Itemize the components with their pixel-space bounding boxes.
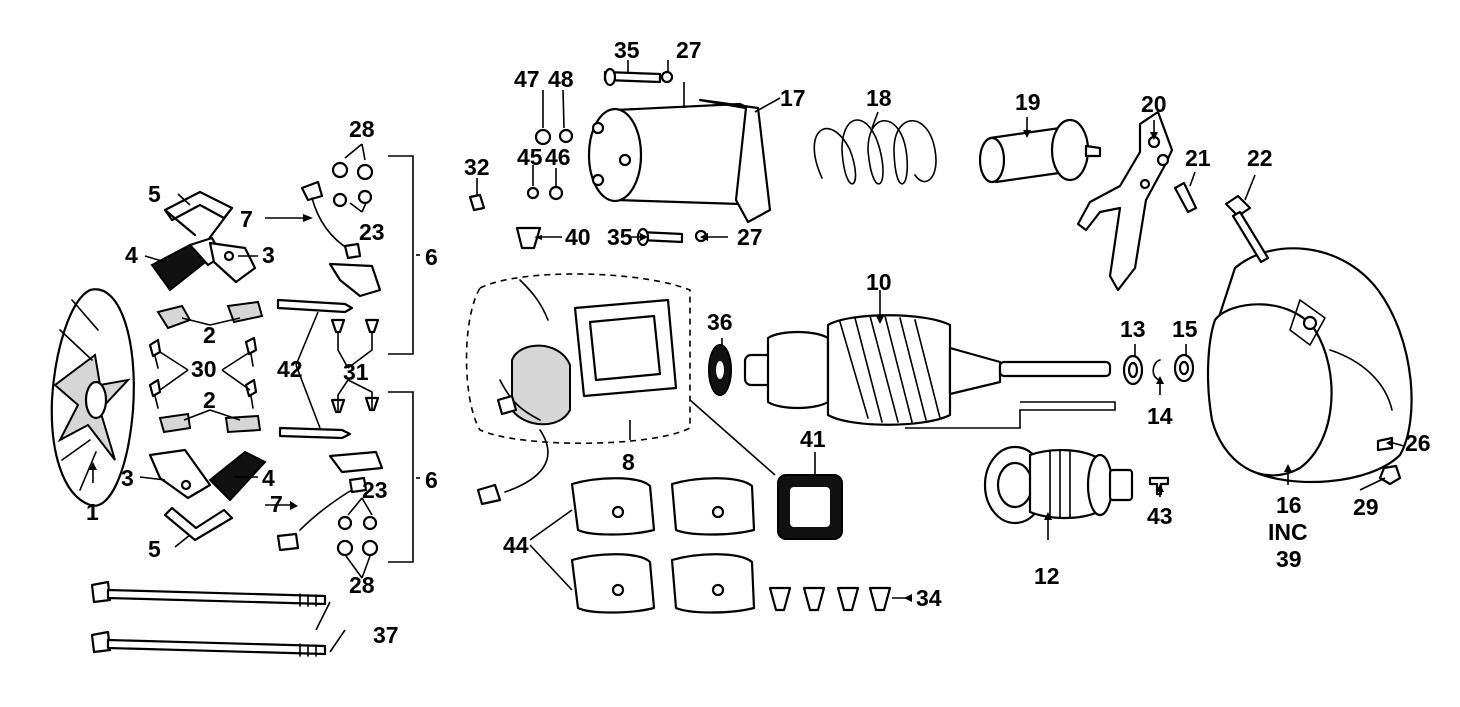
- callout-numbers: 1 2 2 3 3 4 4 5 5 6 6 7 7 8 10 12 13 14 …: [86, 37, 1431, 648]
- pole-shoe-screws: [768, 586, 892, 612]
- field-coil-assembly: [465, 273, 691, 506]
- callout-14: 14: [1147, 403, 1173, 429]
- callout-35a: 35: [614, 37, 640, 63]
- leader-lines: [92, 60, 1405, 653]
- brush-spring-top: [163, 190, 234, 242]
- callout-5b: 5: [148, 536, 161, 562]
- callout-15: 15: [1172, 316, 1198, 342]
- through-bolts: [90, 580, 327, 657]
- callout-42: 42: [277, 356, 303, 382]
- nut-washer-26-29: [1376, 436, 1402, 486]
- pin-21: [1173, 181, 1198, 214]
- callout-3a: 3: [262, 242, 275, 268]
- brush-holder-bottom: [148, 448, 267, 502]
- nuts-washers-top: [331, 161, 374, 208]
- callout-28b: 28: [349, 572, 375, 598]
- plunger: [978, 118, 1102, 184]
- terminal-bracket-bottom: [328, 450, 384, 474]
- screws-31: [330, 318, 380, 414]
- callout-16-inc: INC: [1268, 519, 1308, 545]
- callout-1: 1: [86, 499, 99, 525]
- callout-35b: 35: [607, 224, 633, 250]
- callout-12: 12: [1034, 563, 1060, 589]
- brushes: [156, 300, 264, 434]
- callout-17: 17: [780, 85, 806, 111]
- callout-23b: 23: [362, 477, 388, 503]
- callout-28a: 28: [349, 116, 375, 142]
- callout-36: 36: [707, 309, 733, 335]
- arrowheads: [89, 130, 1393, 602]
- washer-36: [708, 344, 732, 396]
- callout-2b: 2: [203, 387, 216, 413]
- drive-housing: [1206, 247, 1413, 484]
- plunger-spring: [813, 119, 937, 185]
- callout-27b: 27: [737, 224, 763, 250]
- gasket-41: [777, 474, 843, 540]
- terminal-bracket-top: [328, 262, 382, 298]
- callout-34: 34: [916, 585, 942, 611]
- drive-assembly: [983, 445, 1134, 525]
- brush-holder-top: [150, 236, 257, 292]
- shift-lever: [1076, 110, 1174, 292]
- bolt-22: [1224, 194, 1270, 264]
- callout-40: 40: [565, 224, 591, 250]
- nuts-washers-bottom: [336, 515, 379, 557]
- callout-41: 41: [800, 426, 826, 452]
- pole-shoes: [570, 477, 756, 614]
- pins-42: [276, 298, 354, 440]
- callout-20: 20: [1141, 91, 1167, 117]
- callout-3b: 3: [121, 465, 134, 491]
- callout-7a: 7: [240, 206, 253, 232]
- thrust-washers: [1122, 353, 1195, 386]
- callout-30: 30: [191, 356, 217, 382]
- solenoid: [587, 98, 772, 224]
- callout-43: 43: [1147, 503, 1173, 529]
- callout-45: 45: [517, 144, 543, 170]
- callout-21: 21: [1185, 145, 1211, 171]
- callout-7b: 7: [270, 491, 283, 517]
- callout-29: 29: [1353, 494, 1379, 520]
- callout-13: 13: [1120, 316, 1146, 342]
- callout-4a: 4: [125, 242, 138, 268]
- callout-27a: 27: [676, 37, 702, 63]
- callout-16: 16: [1276, 492, 1302, 518]
- callout-39: 39: [1276, 546, 1302, 572]
- callout-6a: 6: [425, 244, 438, 270]
- end-frame-part: [50, 288, 135, 507]
- screws-30: [148, 336, 258, 409]
- bracket-lines: [388, 155, 1116, 563]
- callout-22: 22: [1247, 145, 1273, 171]
- callout-5a: 5: [148, 181, 161, 207]
- callout-37: 37: [373, 622, 399, 648]
- callout-31: 31: [343, 359, 369, 385]
- callout-48: 48: [548, 66, 574, 92]
- callout-18: 18: [866, 85, 892, 111]
- callout-26: 26: [1405, 430, 1431, 456]
- field-lead-bottom: [276, 476, 368, 552]
- callout-46: 46: [545, 144, 571, 170]
- armature: [743, 314, 1112, 426]
- field-lead-top: [300, 180, 362, 260]
- callout-10: 10: [866, 269, 892, 295]
- callout-6b: 6: [425, 467, 438, 493]
- callout-32: 32: [464, 154, 490, 180]
- callout-47: 47: [514, 66, 540, 92]
- brush-spring-bottom: [163, 506, 234, 542]
- callout-2a: 2: [203, 322, 216, 348]
- callout-44: 44: [503, 532, 529, 558]
- callout-4b: 4: [262, 465, 275, 491]
- callout-19: 19: [1015, 89, 1041, 115]
- callout-23a: 23: [359, 219, 385, 245]
- callout-8: 8: [622, 449, 635, 475]
- solenoid-hardware: [468, 67, 708, 250]
